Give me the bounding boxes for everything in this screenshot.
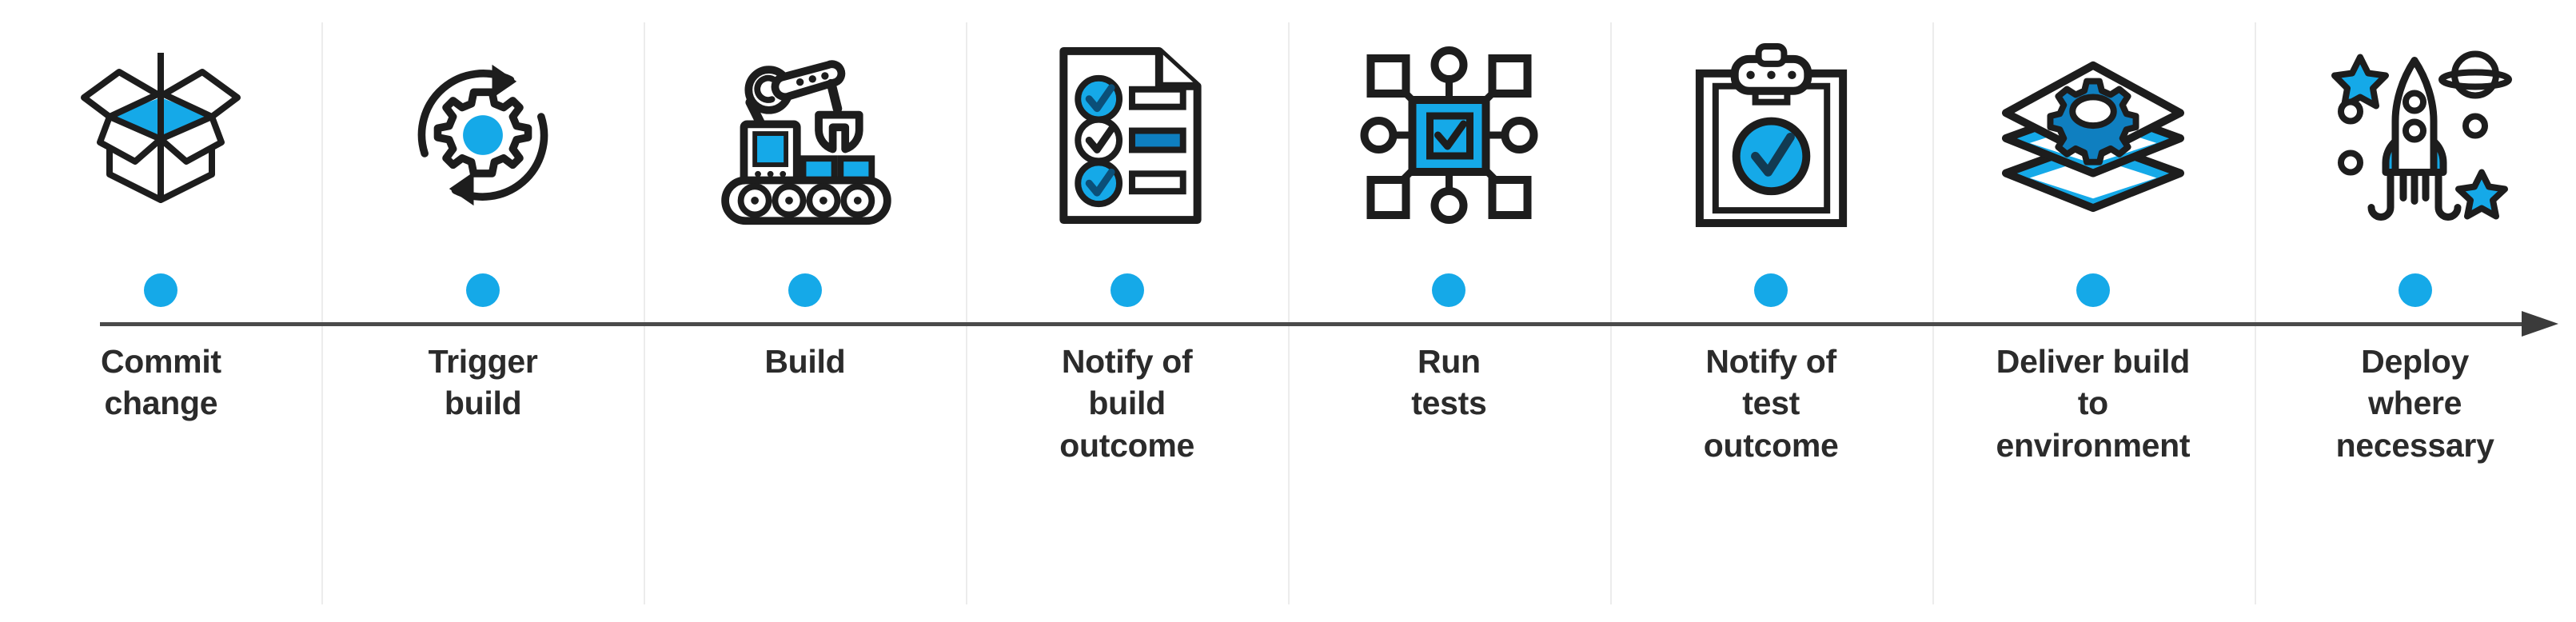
timeline-dot-marker [1110, 273, 1144, 307]
gear-with-circular-arrows-icon [391, 0, 575, 256]
step-label: Notify of build outcome [1059, 343, 1194, 464]
timeline-dot[interactable] [2398, 256, 2432, 325]
timeline-dot-marker [1754, 273, 1788, 307]
timeline-dot[interactable] [144, 256, 178, 325]
pipeline-step-notify-test-outcome[interactable]: Notify of test outcome [1610, 0, 1932, 622]
timeline-dot-marker [1432, 273, 1466, 307]
step-label: Commit change [100, 343, 221, 422]
step-label: Run tests [1411, 343, 1487, 422]
checklist-document-icon [1043, 0, 1211, 256]
pipeline-step-trigger-build[interactable]: Trigger build [322, 0, 644, 622]
step-label: Deploy where necessary [2335, 343, 2494, 464]
network-chip-checkmark-icon [1351, 0, 1547, 256]
pipeline-step-deliver-build[interactable]: Deliver build to environment [1932, 0, 2255, 622]
robotic-arm-conveyor-icon [703, 0, 907, 256]
rocket-launch-icon [2315, 0, 2515, 256]
timeline-dot[interactable] [466, 256, 500, 325]
pipeline-step-commit-change[interactable]: Commit change [0, 0, 322, 622]
clipboard-checkmark-icon [1685, 0, 1857, 256]
timeline-axis [0, 311, 2576, 337]
timeline-dot[interactable] [1110, 256, 1144, 325]
step-label: Build [764, 343, 846, 380]
step-label: Notify of test outcome [1703, 343, 1839, 464]
open-box-with-down-arrow-icon [65, 0, 257, 256]
timeline-dot-marker [144, 273, 178, 307]
pipeline-step-deploy[interactable]: Deploy where necessary [2254, 0, 2576, 622]
timeline-dot-marker [466, 273, 500, 307]
timeline-dot-marker [2076, 273, 2110, 307]
timeline-dot[interactable] [2076, 256, 2110, 325]
pipeline-step-run-tests[interactable]: Run tests [1288, 0, 1610, 622]
pipeline-step-build[interactable]: Build [644, 0, 967, 622]
timeline-dot[interactable] [1754, 256, 1788, 325]
pipeline-step-notify-build-outcome[interactable]: Notify of build outcome [966, 0, 1288, 622]
timeline-dot[interactable] [788, 256, 822, 325]
step-label: Trigger build [428, 343, 538, 422]
timeline-dot-marker [788, 273, 822, 307]
stacked-layers-gear-icon [1993, 0, 2193, 256]
timeline-dot[interactable] [1432, 256, 1466, 325]
timeline-arrowhead-icon [2522, 311, 2558, 337]
timeline-axis-line [100, 322, 2523, 326]
timeline-dot-marker [2398, 273, 2432, 307]
step-label: Deliver build to environment [1996, 343, 2191, 464]
